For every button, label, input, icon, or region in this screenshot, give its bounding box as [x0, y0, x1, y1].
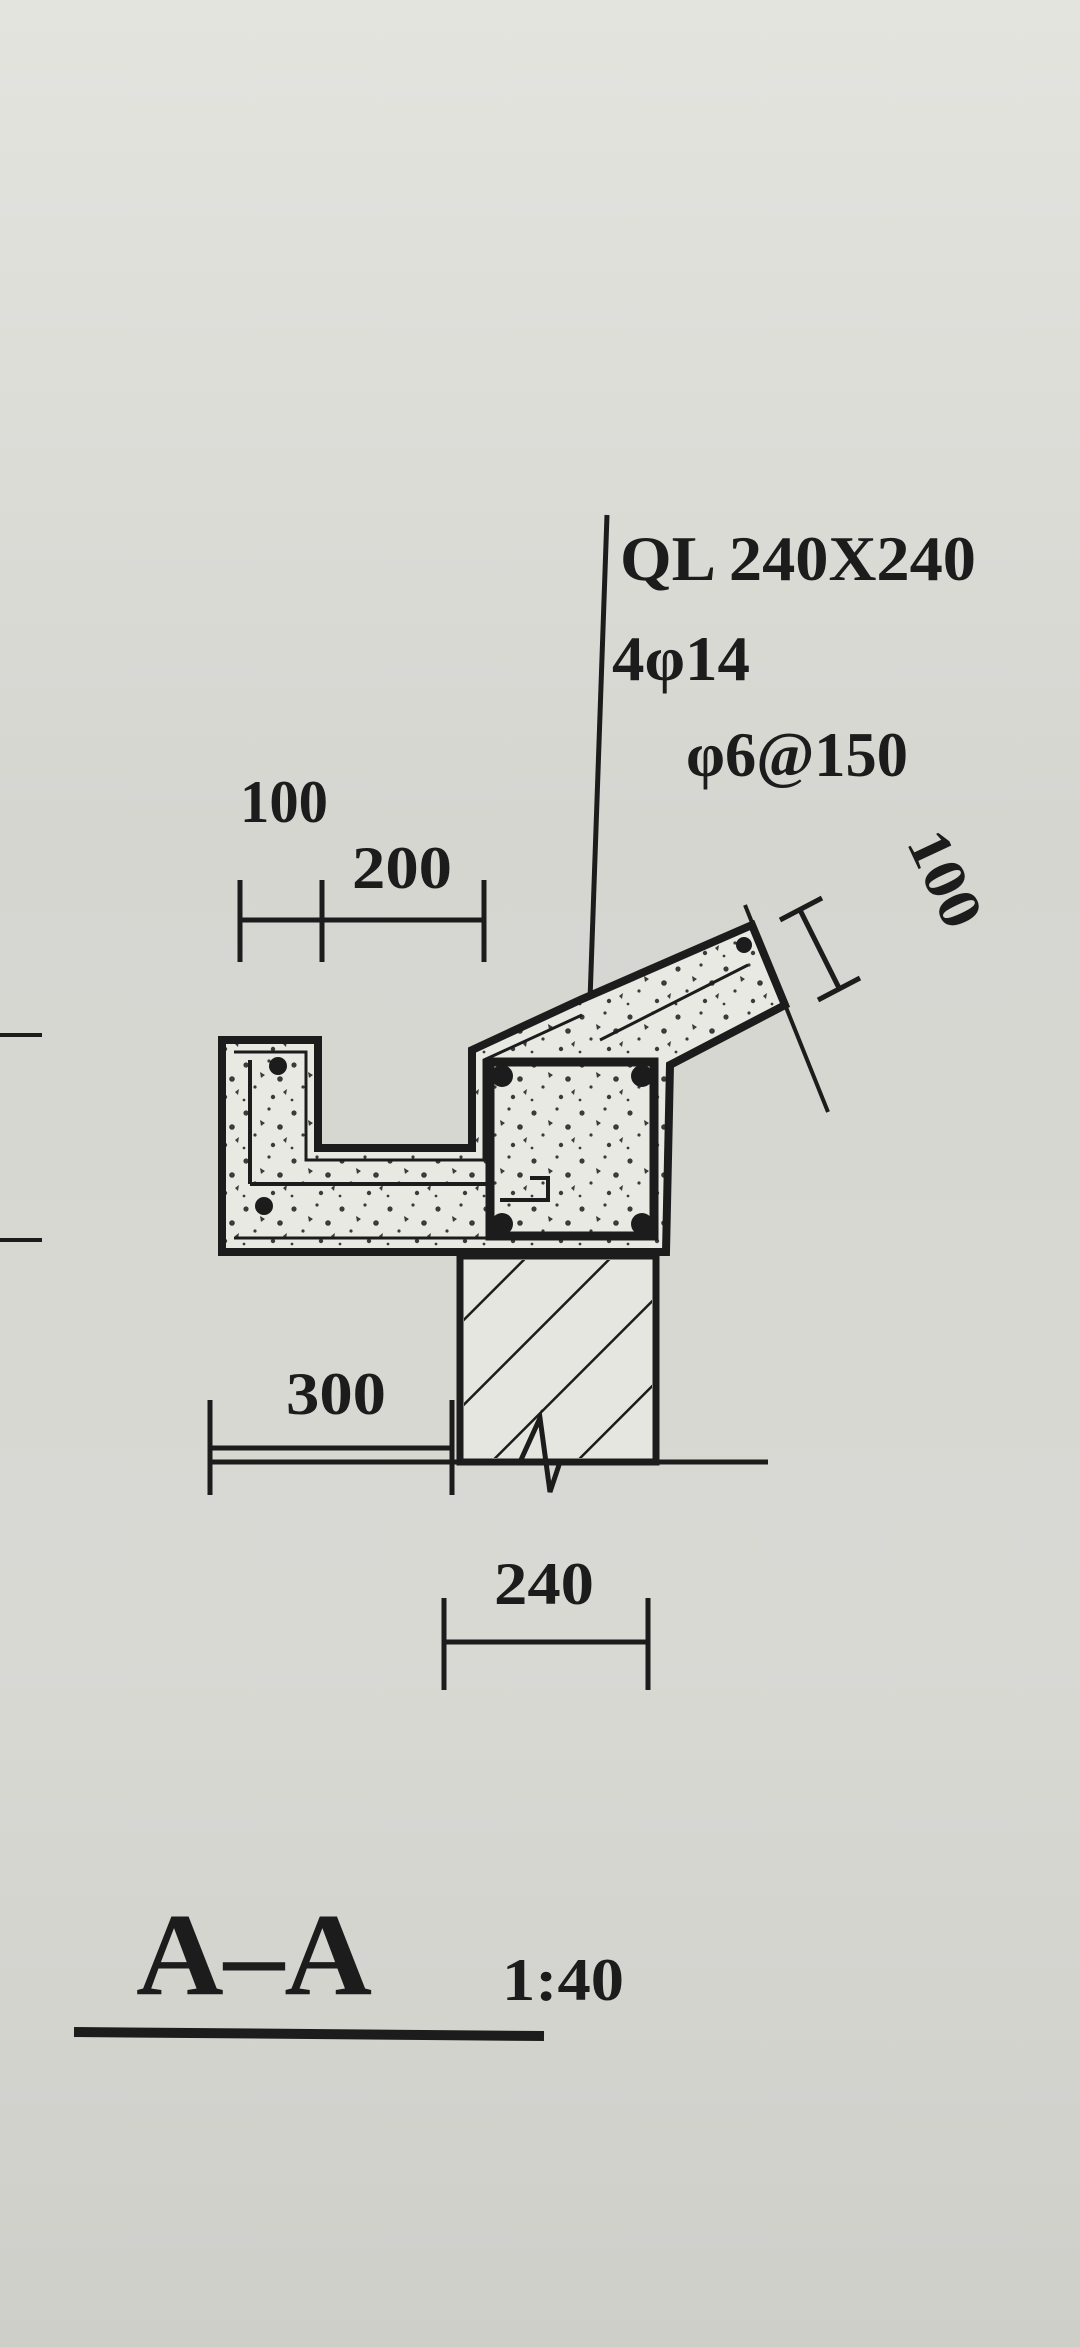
annotation-beam-size: QL 240X240 — [620, 523, 976, 594]
rebar-dot — [736, 937, 752, 953]
slope-extension-line — [743, 904, 830, 1113]
dimension-text-240: 240 — [494, 1551, 594, 1617]
ground-line — [208, 1409, 768, 1493]
slope-rebar — [599, 963, 749, 1042]
stirrup-hook — [500, 1176, 550, 1202]
annotation-main-rebar: 4φ14 — [612, 623, 750, 694]
section-title: A–A — [136, 1889, 372, 2020]
left-edge-marker — [0, 1033, 42, 1242]
brick-wall-hatch — [464, 1260, 652, 1458]
rebar-dot — [269, 1057, 287, 1075]
dimension-text-300: 300 — [286, 1361, 386, 1427]
dimension-top — [237, 880, 487, 962]
dimension-text-100-slope: 100 — [894, 820, 996, 939]
rebar-dot — [255, 1197, 273, 1215]
dimension-bottom-left — [207, 1400, 455, 1495]
dimension-wall — [441, 1598, 651, 1690]
concrete-section — [218, 919, 791, 1256]
concrete-fill-texture — [222, 925, 785, 1252]
annotation-stirrup: φ6@150 — [686, 719, 908, 790]
dimension-text-200: 200 — [352, 835, 452, 901]
dimension-slope — [778, 895, 862, 1003]
beam-stirrup — [485, 1057, 659, 1241]
title-underline — [73, 2027, 545, 2041]
rebar-dot — [631, 1213, 653, 1235]
rebar-dot — [631, 1065, 653, 1087]
rebar-dot — [491, 1065, 513, 1087]
brick-wall — [456, 1252, 660, 1466]
annotation-leader-line — [587, 514, 610, 1001]
rebar-dot — [491, 1213, 513, 1235]
dimension-text-100-top: 100 — [240, 769, 328, 835]
section-scale: 1:40 — [502, 1947, 624, 2013]
